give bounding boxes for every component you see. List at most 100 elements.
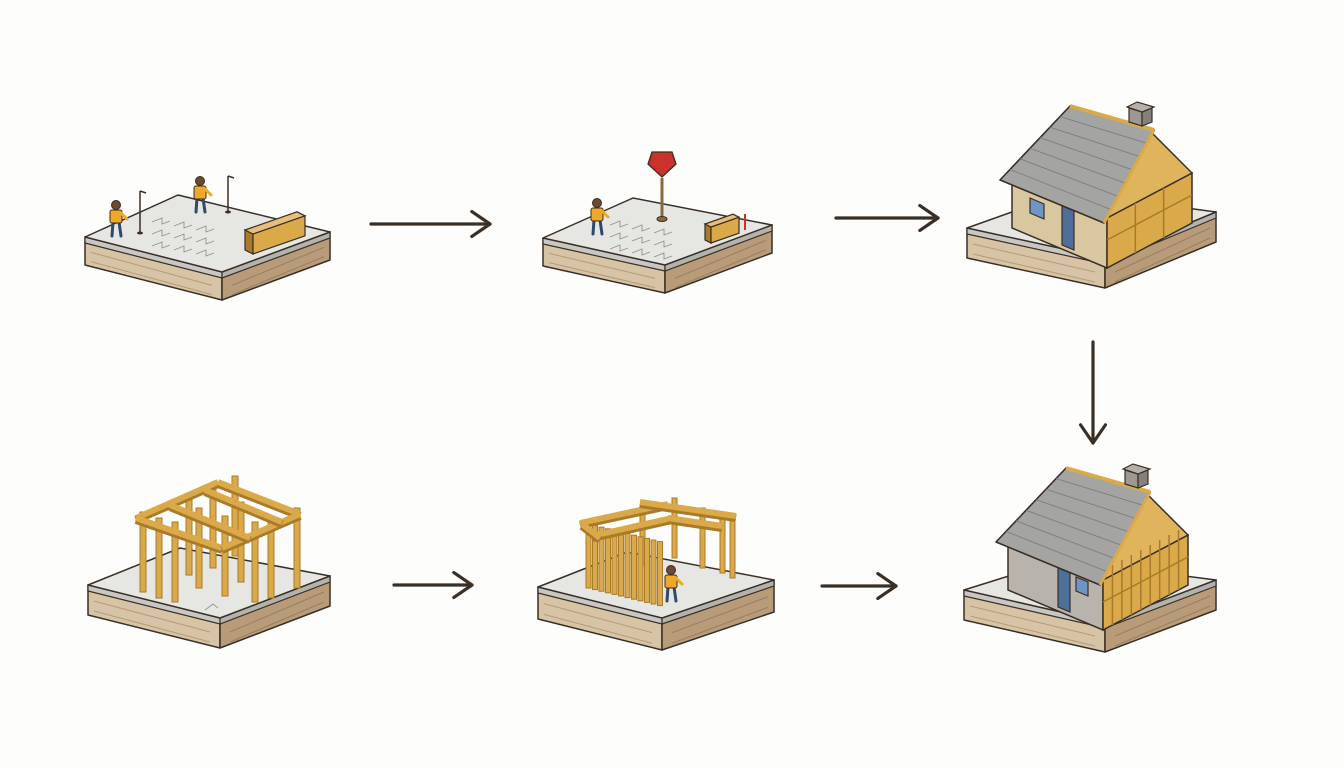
worker-arm bbox=[203, 187, 213, 197]
arrow-head bbox=[876, 571, 898, 601]
worker-leg bbox=[201, 196, 207, 214]
frame-post bbox=[598, 526, 605, 592]
frame-beam bbox=[134, 479, 220, 521]
chalk-line bbox=[195, 237, 215, 245]
stake-base bbox=[225, 210, 231, 214]
roof-shingle-line bbox=[1035, 499, 1129, 533]
soil-stratum bbox=[671, 606, 769, 644]
frame-post bbox=[195, 507, 203, 589]
soil-stratum bbox=[548, 252, 656, 279]
frame-post bbox=[650, 539, 657, 605]
roof-shingle-line bbox=[1055, 478, 1143, 506]
roof-shingle-line bbox=[1019, 158, 1119, 197]
house-window bbox=[1029, 197, 1045, 220]
chalk-line bbox=[195, 225, 215, 233]
roof-shingle-line bbox=[1005, 531, 1108, 573]
soil-stratum bbox=[229, 591, 325, 633]
arrow-2-to-3 bbox=[834, 203, 940, 233]
stage-finished-house-alt bbox=[963, 463, 1217, 653]
worker-framer bbox=[666, 565, 676, 575]
soil-stratum bbox=[1114, 237, 1211, 283]
chalk-line bbox=[631, 236, 651, 244]
soil-stratum bbox=[90, 261, 213, 296]
soil-stratum bbox=[671, 596, 769, 634]
frame-post bbox=[155, 517, 163, 599]
soil-stratum bbox=[1114, 227, 1211, 273]
stage-foundation-marking bbox=[542, 151, 773, 294]
worker-kneeling bbox=[111, 200, 121, 210]
lumber-stack-top bbox=[243, 211, 307, 235]
stake-flag bbox=[139, 190, 147, 194]
chalk-line bbox=[653, 252, 673, 260]
worker-leg bbox=[194, 196, 199, 214]
frame-beam bbox=[203, 487, 284, 525]
frame-post bbox=[719, 512, 726, 574]
soil-stratum bbox=[543, 603, 653, 634]
lumber-block-top bbox=[703, 213, 741, 228]
frame-beam bbox=[591, 515, 673, 539]
frame-post bbox=[729, 517, 736, 579]
stage-open-framing bbox=[87, 475, 331, 649]
frame-beam bbox=[216, 479, 302, 517]
roof-shingle-line bbox=[1049, 126, 1140, 157]
frame-post bbox=[671, 497, 678, 559]
worker-leg bbox=[591, 218, 596, 236]
frame-post bbox=[171, 521, 179, 603]
arrow-6-to-5 bbox=[392, 570, 474, 600]
worker-leg bbox=[672, 585, 678, 603]
arrow-head bbox=[470, 209, 492, 239]
frame-beam bbox=[580, 521, 602, 541]
chalk-line bbox=[151, 217, 171, 225]
chimney-cap bbox=[1125, 101, 1156, 113]
arrow-head bbox=[1078, 423, 1108, 445]
frame-post bbox=[631, 534, 637, 600]
chalk-line bbox=[173, 245, 193, 253]
chalk-line bbox=[631, 248, 651, 256]
frame-post bbox=[605, 528, 611, 594]
chalk-line bbox=[609, 220, 629, 228]
marker-post-icon bbox=[647, 151, 677, 178]
frame-beam bbox=[220, 511, 302, 551]
marker-pole-base bbox=[656, 216, 668, 222]
chalk-line bbox=[653, 240, 673, 248]
stake-base bbox=[137, 231, 143, 235]
worker-arm bbox=[600, 209, 610, 219]
soil-stratum bbox=[972, 243, 1096, 273]
stage-finished-house bbox=[966, 101, 1217, 289]
frame-post bbox=[293, 507, 301, 589]
soil-stratum bbox=[543, 613, 653, 644]
roof-shingle-line bbox=[1025, 509, 1122, 546]
roof-eave bbox=[1098, 491, 1152, 586]
worker-leg bbox=[598, 218, 604, 236]
soil-stratum bbox=[969, 615, 1096, 647]
stage-site-layout bbox=[84, 175, 331, 301]
wall-plate bbox=[1102, 556, 1189, 603]
chalk-line bbox=[151, 229, 171, 237]
chalk-line bbox=[631, 224, 651, 232]
stage-partial-framing bbox=[537, 497, 775, 651]
wall-plate bbox=[1106, 194, 1193, 241]
arrow-3-to-4 bbox=[1078, 340, 1108, 445]
frame-post bbox=[699, 507, 706, 569]
frame-post bbox=[624, 533, 631, 599]
roof-shingle-line bbox=[1059, 116, 1147, 144]
worker-surveyor bbox=[195, 176, 205, 186]
roof-shingle-line bbox=[1015, 520, 1115, 559]
arrow-5-to-4 bbox=[820, 571, 898, 601]
soil-stratum bbox=[969, 605, 1096, 637]
worker-arm bbox=[674, 576, 684, 586]
soil-stratum bbox=[90, 251, 213, 286]
chalk-line bbox=[609, 232, 629, 240]
frame-post bbox=[644, 537, 650, 603]
chimney-cap bbox=[1121, 463, 1152, 475]
frame-post bbox=[637, 536, 644, 602]
chalk-line bbox=[151, 241, 171, 249]
soil-stratum bbox=[674, 249, 767, 289]
frame-post bbox=[618, 531, 624, 597]
arrow-1-to-2 bbox=[369, 209, 492, 239]
frame-beam bbox=[168, 502, 252, 541]
soil-stratum bbox=[674, 239, 767, 279]
frame-post bbox=[611, 529, 618, 595]
soil-stratum bbox=[548, 262, 656, 289]
worker-leg bbox=[665, 585, 670, 603]
